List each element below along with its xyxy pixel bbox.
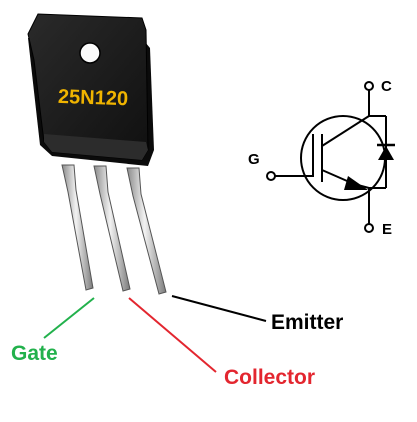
symbol-gate-letter: G	[248, 151, 260, 168]
gate-lead	[61, 164, 94, 291]
emitter-arrow-icon	[344, 176, 368, 190]
part-number-label: 25N120	[58, 86, 129, 110]
pin-callouts: Gate Collector Emitter	[11, 295, 343, 389]
package-bevel	[44, 134, 148, 160]
igbt-symbol	[266, 81, 387, 233]
collector-label: Collector	[224, 366, 315, 389]
symbol-emitter-letter: E	[382, 221, 392, 238]
collector-terminal	[364, 81, 374, 91]
transistor-leads	[61, 164, 167, 295]
mounting-hole	[79, 42, 101, 64]
diode-icon	[378, 146, 394, 160]
emitter-wire	[368, 187, 386, 224]
gate-terminal	[266, 171, 276, 181]
collector-diagonal	[321, 115, 370, 147]
emitter-callout-line	[171, 295, 267, 322]
gate-callout-line	[43, 297, 95, 339]
emitter-label: Emitter	[271, 311, 343, 334]
collector-callout-line	[128, 297, 217, 373]
transistor-package: 25N120	[27, 13, 167, 295]
collector-lead	[93, 165, 131, 292]
emitter-lead	[126, 167, 167, 295]
gate-label: Gate	[11, 342, 58, 365]
symbol-collector-letter: C	[381, 78, 392, 95]
emitter-terminal	[364, 223, 374, 233]
gate-wire	[275, 134, 314, 177]
